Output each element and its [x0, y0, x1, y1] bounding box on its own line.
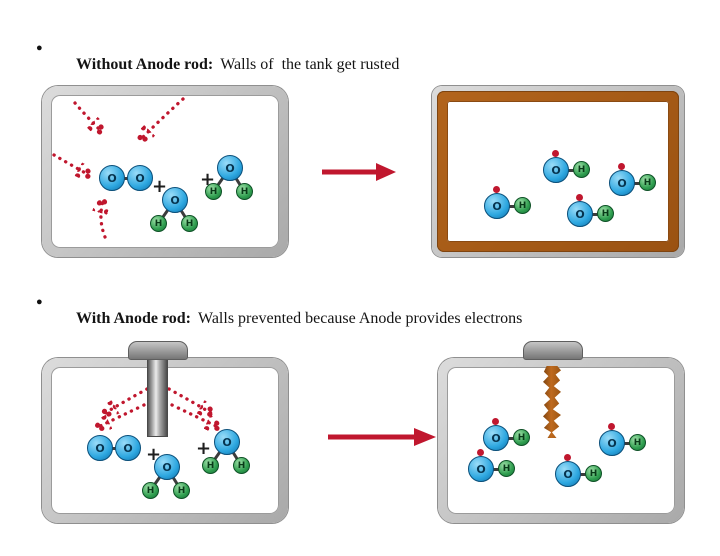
bond — [506, 205, 518, 208]
oxygen-atom: O — [468, 456, 494, 482]
hydrogen-atom: H — [585, 465, 602, 482]
oxygen-atom: O — [99, 165, 125, 191]
section-title-bold: Without Anode rod: — [76, 56, 214, 73]
oxygen-atom: O — [214, 429, 240, 455]
electron-dot — [477, 449, 484, 456]
oxygen-atom: O — [162, 187, 188, 213]
water-molecule: O H H — [205, 155, 255, 203]
oxygen-atom: O — [609, 170, 635, 196]
oxygen-atom: O — [154, 454, 180, 480]
section-title-with-anode: With Anode rod: Walls prevented because A… — [60, 292, 522, 346]
anode-rod-cap — [128, 341, 188, 360]
hydrogen-atom: H — [573, 161, 590, 178]
hydroxide-ion: O H — [484, 186, 532, 220]
hydrogen-atom: H — [205, 183, 222, 200]
transition-arrow — [322, 163, 396, 181]
water-molecule: O H H — [150, 187, 200, 235]
section-title-rest: Walls of the tank get rusted — [220, 56, 400, 73]
hydrogen-atom: H — [639, 174, 656, 191]
oxygen-atom: O — [543, 157, 569, 183]
oxygen-atom: O — [87, 435, 113, 461]
oxygen-atom: O — [483, 425, 509, 451]
bond — [505, 437, 517, 440]
hydroxide-ion: O H — [468, 449, 516, 483]
tank-with-anode-after: O H O H O H O H — [438, 358, 684, 523]
bond — [577, 473, 589, 476]
electron-dot — [552, 150, 559, 157]
transition-arrow — [328, 428, 436, 446]
electron-flow-arrows — [51, 387, 279, 514]
bond — [589, 213, 601, 216]
oxygen-atom: O — [217, 155, 243, 181]
bond — [565, 169, 577, 172]
electron-dot — [492, 418, 499, 425]
oxygen-molecule: O O — [99, 165, 153, 191]
hydroxide-ion: O H — [543, 150, 591, 184]
electron-dot — [564, 454, 571, 461]
hydrogen-atom: H — [142, 482, 159, 499]
oxygen-atom: O — [115, 435, 141, 461]
hydroxide-ion: O H — [609, 163, 657, 197]
hydrogen-atom: H — [236, 183, 253, 200]
anode-rod-cap — [523, 341, 583, 360]
hydroxide-ion: O H — [567, 194, 615, 228]
hydrogen-atom: H — [498, 460, 515, 477]
oxygen-atom: O — [599, 430, 625, 456]
oxygen-atom: O — [484, 193, 510, 219]
plus-sign: + — [152, 176, 168, 197]
bond — [621, 442, 633, 445]
electron-dot — [493, 186, 500, 193]
electron-dot — [576, 194, 583, 201]
hydroxide-ion: O H — [483, 418, 531, 452]
anode-rod — [147, 357, 168, 437]
hydrogen-atom: H — [233, 457, 250, 474]
hydrogen-atom: H — [514, 197, 531, 214]
section-title-without-anode: Without Anode rod: Walls of the tank get … — [60, 38, 399, 92]
tank-without-anode-after-rusted: O H O H O H O H — [432, 86, 684, 257]
electron-dot — [608, 423, 615, 430]
hydrogen-atom: H — [597, 205, 614, 222]
bond — [119, 177, 133, 180]
section-title-rest: Walls prevented because Anode provides e… — [198, 310, 523, 327]
bond — [631, 182, 643, 185]
oxygen-atom: O — [567, 201, 593, 227]
electron-dot — [618, 163, 625, 170]
water-molecule: O H H — [142, 454, 192, 502]
tank-without-anode-before: O O + O H H + O H H — [42, 86, 288, 257]
oxygen-molecule: O O — [87, 435, 141, 461]
bullet-point: ● — [36, 42, 43, 54]
oxygen-atom: O — [127, 165, 153, 191]
hydrogen-atom: H — [629, 434, 646, 451]
hydrogen-atom: H — [513, 429, 530, 446]
electron-flow-arrows — [52, 97, 185, 239]
hydrogen-atom: H — [150, 215, 167, 232]
bullet-point: ● — [36, 296, 43, 308]
section-title-bold: With Anode rod: — [76, 310, 191, 327]
hydrogen-atom: H — [202, 457, 219, 474]
plus-sign: + — [196, 438, 212, 459]
hydroxide-ion: O H — [555, 454, 603, 488]
hydrogen-atom: H — [181, 215, 198, 232]
bond — [490, 468, 502, 471]
water-molecule: O H H — [202, 429, 252, 477]
oxygen-atom: O — [555, 461, 581, 487]
hydroxide-ion: O H — [599, 423, 647, 457]
bond — [107, 447, 121, 450]
hydrogen-atom: H — [173, 482, 190, 499]
